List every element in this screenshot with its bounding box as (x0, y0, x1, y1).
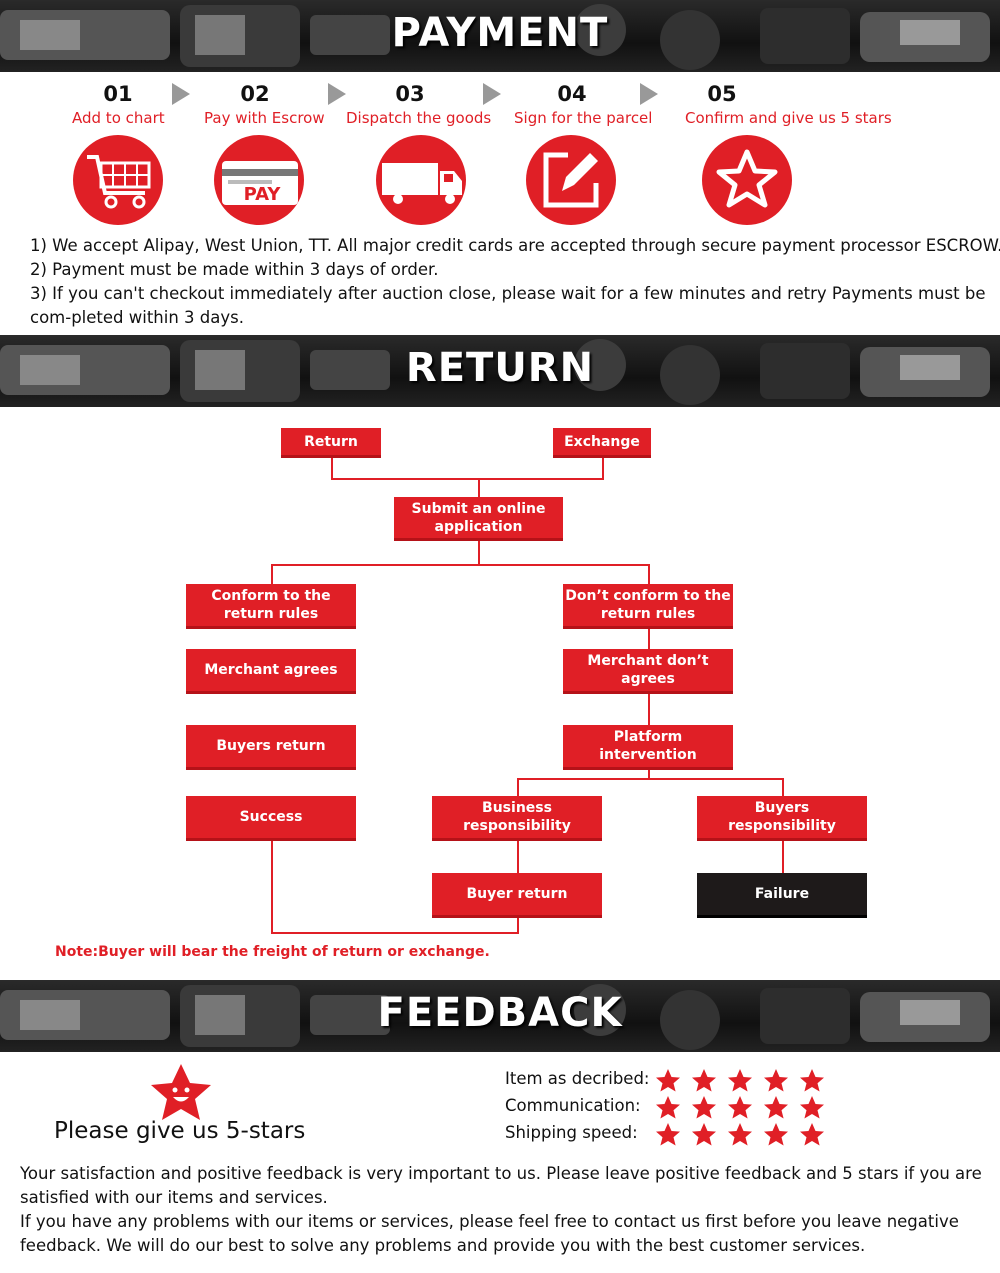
power-tools-background (0, 339, 990, 405)
connector-line (271, 564, 649, 566)
connector-line (648, 693, 650, 726)
exchange-box: Exchange (553, 428, 651, 458)
rating-star-icon (764, 1096, 788, 1119)
step-label: Pay with Escrow (204, 109, 325, 127)
rating-star-icon (728, 1123, 752, 1146)
not-conform-rules-box: Don’t conform to the return rules (563, 584, 733, 629)
star-icon (716, 149, 778, 208)
truck-icon (382, 163, 462, 204)
step-label: Confirm and give us 5 stars (685, 109, 892, 127)
rating-star-icon (692, 1069, 716, 1092)
rating-star-icon (656, 1123, 680, 1146)
return-title: RETURN (405, 345, 595, 391)
feedback-banner: FEEDBACK (0, 980, 1000, 1052)
rating-star-icon (800, 1069, 824, 1092)
success-box: Success (186, 796, 356, 841)
arrow-right-icon (328, 83, 346, 105)
step-number: 04 (557, 82, 587, 106)
rating-stars (655, 1095, 825, 1120)
arrow-right-icon (640, 83, 658, 105)
conform-rules-box: Conform to the return rules (186, 584, 356, 629)
platform-intervention-box: Platform intervention (563, 725, 733, 770)
rating-star-icon (656, 1069, 680, 1092)
pay-icon-text: PAY (244, 184, 282, 205)
rating-stars (655, 1122, 825, 1147)
connector-line (648, 628, 650, 650)
connector-line (331, 456, 333, 479)
failure-box: Failure (697, 873, 867, 918)
payment-line: com-pleted within 3 days. (30, 308, 244, 327)
rating-label: Item as decribed: (505, 1069, 650, 1088)
rating-star-icon (656, 1096, 680, 1119)
payment-line: 2) Payment must be made within 3 days of… (30, 260, 439, 279)
feedback-title: FEEDBACK (377, 990, 623, 1036)
step-label: Sign for the parcel (514, 109, 653, 127)
connector-line (478, 478, 480, 498)
buyers-return-box: Buyers return (186, 725, 356, 770)
step-circle-dispatch (376, 135, 466, 225)
return-banner: RETURN (0, 335, 1000, 407)
step-number: 05 (707, 82, 737, 106)
step-circle-pay: PAY (214, 135, 304, 225)
connector-line (517, 778, 783, 780)
power-tools-background (0, 984, 990, 1050)
step-number: 03 (395, 82, 425, 106)
rating-label: Shipping speed: (505, 1123, 638, 1142)
rating-star-icon (692, 1123, 716, 1146)
edit-icon (543, 152, 599, 208)
step-circle-sign (526, 135, 616, 225)
connector-line (271, 564, 273, 585)
connector-line (517, 840, 519, 874)
power-tools-background (0, 4, 990, 70)
merchant-agrees-box: Merchant agrees (186, 649, 356, 694)
arrow-right-icon (172, 83, 190, 105)
feedback-line: satisfied with our items and services. (20, 1188, 328, 1207)
connector-line (478, 540, 480, 565)
rating-star-icon (764, 1069, 788, 1092)
connector-line (602, 456, 604, 479)
step-circle-stars (702, 135, 792, 225)
connector-line (782, 840, 784, 874)
credit-card-icon: PAY (222, 161, 298, 205)
payment-line: 1) We accept Alipay, West Union, TT. All… (30, 236, 1000, 255)
submit-application-box: Submit an online application (394, 497, 563, 541)
connector-line (782, 778, 784, 797)
buyer-return-box: Buyer return (432, 873, 602, 918)
payment-title: PAYMENT (391, 10, 609, 56)
feedback-heading: Please give us 5-stars (54, 1118, 306, 1144)
smiley-star-icon (151, 1064, 211, 1120)
payment-banner: PAYMENT (0, 0, 1000, 72)
merchant-dont-agree-box: Merchant don’t agrees (563, 649, 733, 694)
shopping-cart-icon (87, 155, 151, 209)
step-number: 02 (240, 82, 270, 106)
connector-line (331, 478, 604, 480)
feedback-line: feedback. We will do our best to solve a… (20, 1236, 866, 1255)
rating-star-icon (728, 1096, 752, 1119)
rating-star-icon (692, 1096, 716, 1119)
feedback-line: Your satisfaction and positive feedback … (20, 1164, 982, 1183)
return-note: Note:Buyer will bear the freight of retu… (55, 944, 490, 960)
connector-line (517, 917, 519, 934)
step-number: 01 (103, 82, 133, 106)
step-circle-cart (73, 135, 163, 225)
connector-line (271, 840, 273, 933)
connector-line (517, 778, 519, 797)
rating-star-icon (728, 1069, 752, 1092)
arrow-right-icon (483, 83, 501, 105)
step-label: Dispatch the goods (346, 109, 492, 127)
rating-label: Communication: (505, 1096, 641, 1115)
rating-star-icon (800, 1123, 824, 1146)
buyers-responsibility-box: Buyers responsibility (697, 796, 867, 841)
feedback-line: If you have any problems with our items … (20, 1212, 959, 1231)
connector-line (648, 564, 650, 585)
connector-line (271, 932, 519, 934)
step-label: Add to chart (72, 109, 165, 127)
rating-star-icon (800, 1096, 824, 1119)
rating-star-icon (764, 1123, 788, 1146)
rating-stars (655, 1068, 825, 1093)
business-responsibility-box: Business responsibility (432, 796, 602, 841)
payment-line: 3) If you can't checkout immediately aft… (30, 284, 986, 303)
return-box: Return (281, 428, 381, 458)
connector-line (648, 769, 650, 779)
